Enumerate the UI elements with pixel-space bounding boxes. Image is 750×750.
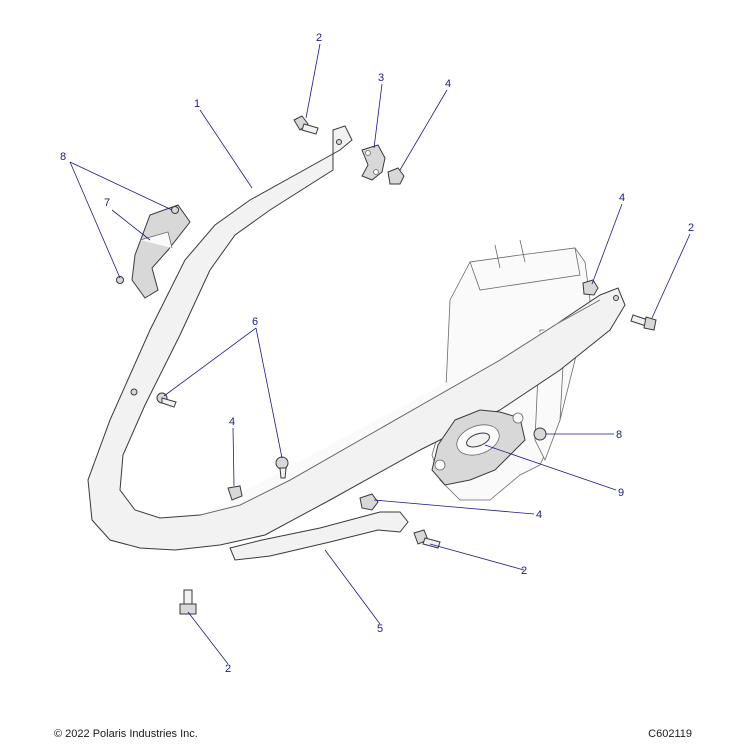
rivet-8a — [116, 276, 124, 284]
main-bar-frame — [87, 125, 626, 551]
callout-4-right: 4 — [619, 192, 625, 204]
bolt-bottom — [179, 589, 197, 615]
rivet-8b — [171, 206, 179, 214]
callout-4-left: 4 — [229, 416, 235, 428]
callout-4-lower: 4 — [536, 509, 542, 521]
bolt-top — [293, 115, 319, 135]
callout-2-bottom: 2 — [225, 663, 231, 675]
callout-5: 5 — [377, 623, 383, 635]
callout-6: 6 — [252, 316, 258, 328]
bolt-right — [630, 314, 657, 331]
callout-labels: 2 3 4 1 8 7 4 2 6 4 8 9 4 2 5 2 — [60, 32, 694, 675]
callout-9: 9 — [618, 487, 624, 499]
callout-2-top: 2 — [316, 32, 322, 44]
leader-lines — [69, 43, 691, 665]
callout-7: 7 — [104, 197, 110, 209]
small-bracket — [361, 144, 386, 181]
callout-2-right: 2 — [688, 222, 694, 234]
nut-top — [387, 167, 405, 185]
callout-8-left: 8 — [60, 151, 66, 163]
lower-support-bar — [229, 511, 409, 561]
callout-1: 1 — [194, 98, 200, 110]
copyright-text: © 2022 Polaris Industries Inc. — [54, 728, 198, 740]
bracket — [131, 204, 191, 299]
callout-2-lower: 2 — [521, 565, 527, 577]
nut-left — [227, 485, 243, 501]
callout-8-right: 8 — [616, 429, 622, 441]
nut-lower — [359, 493, 379, 511]
callout-3: 3 — [378, 72, 384, 84]
mount-plate — [431, 409, 526, 486]
callout-4-top: 4 — [445, 78, 451, 90]
rivet-8c — [533, 427, 547, 441]
nut-right — [582, 279, 599, 296]
rivet-6a — [156, 392, 177, 408]
drawing-number: C602119 — [648, 728, 692, 740]
